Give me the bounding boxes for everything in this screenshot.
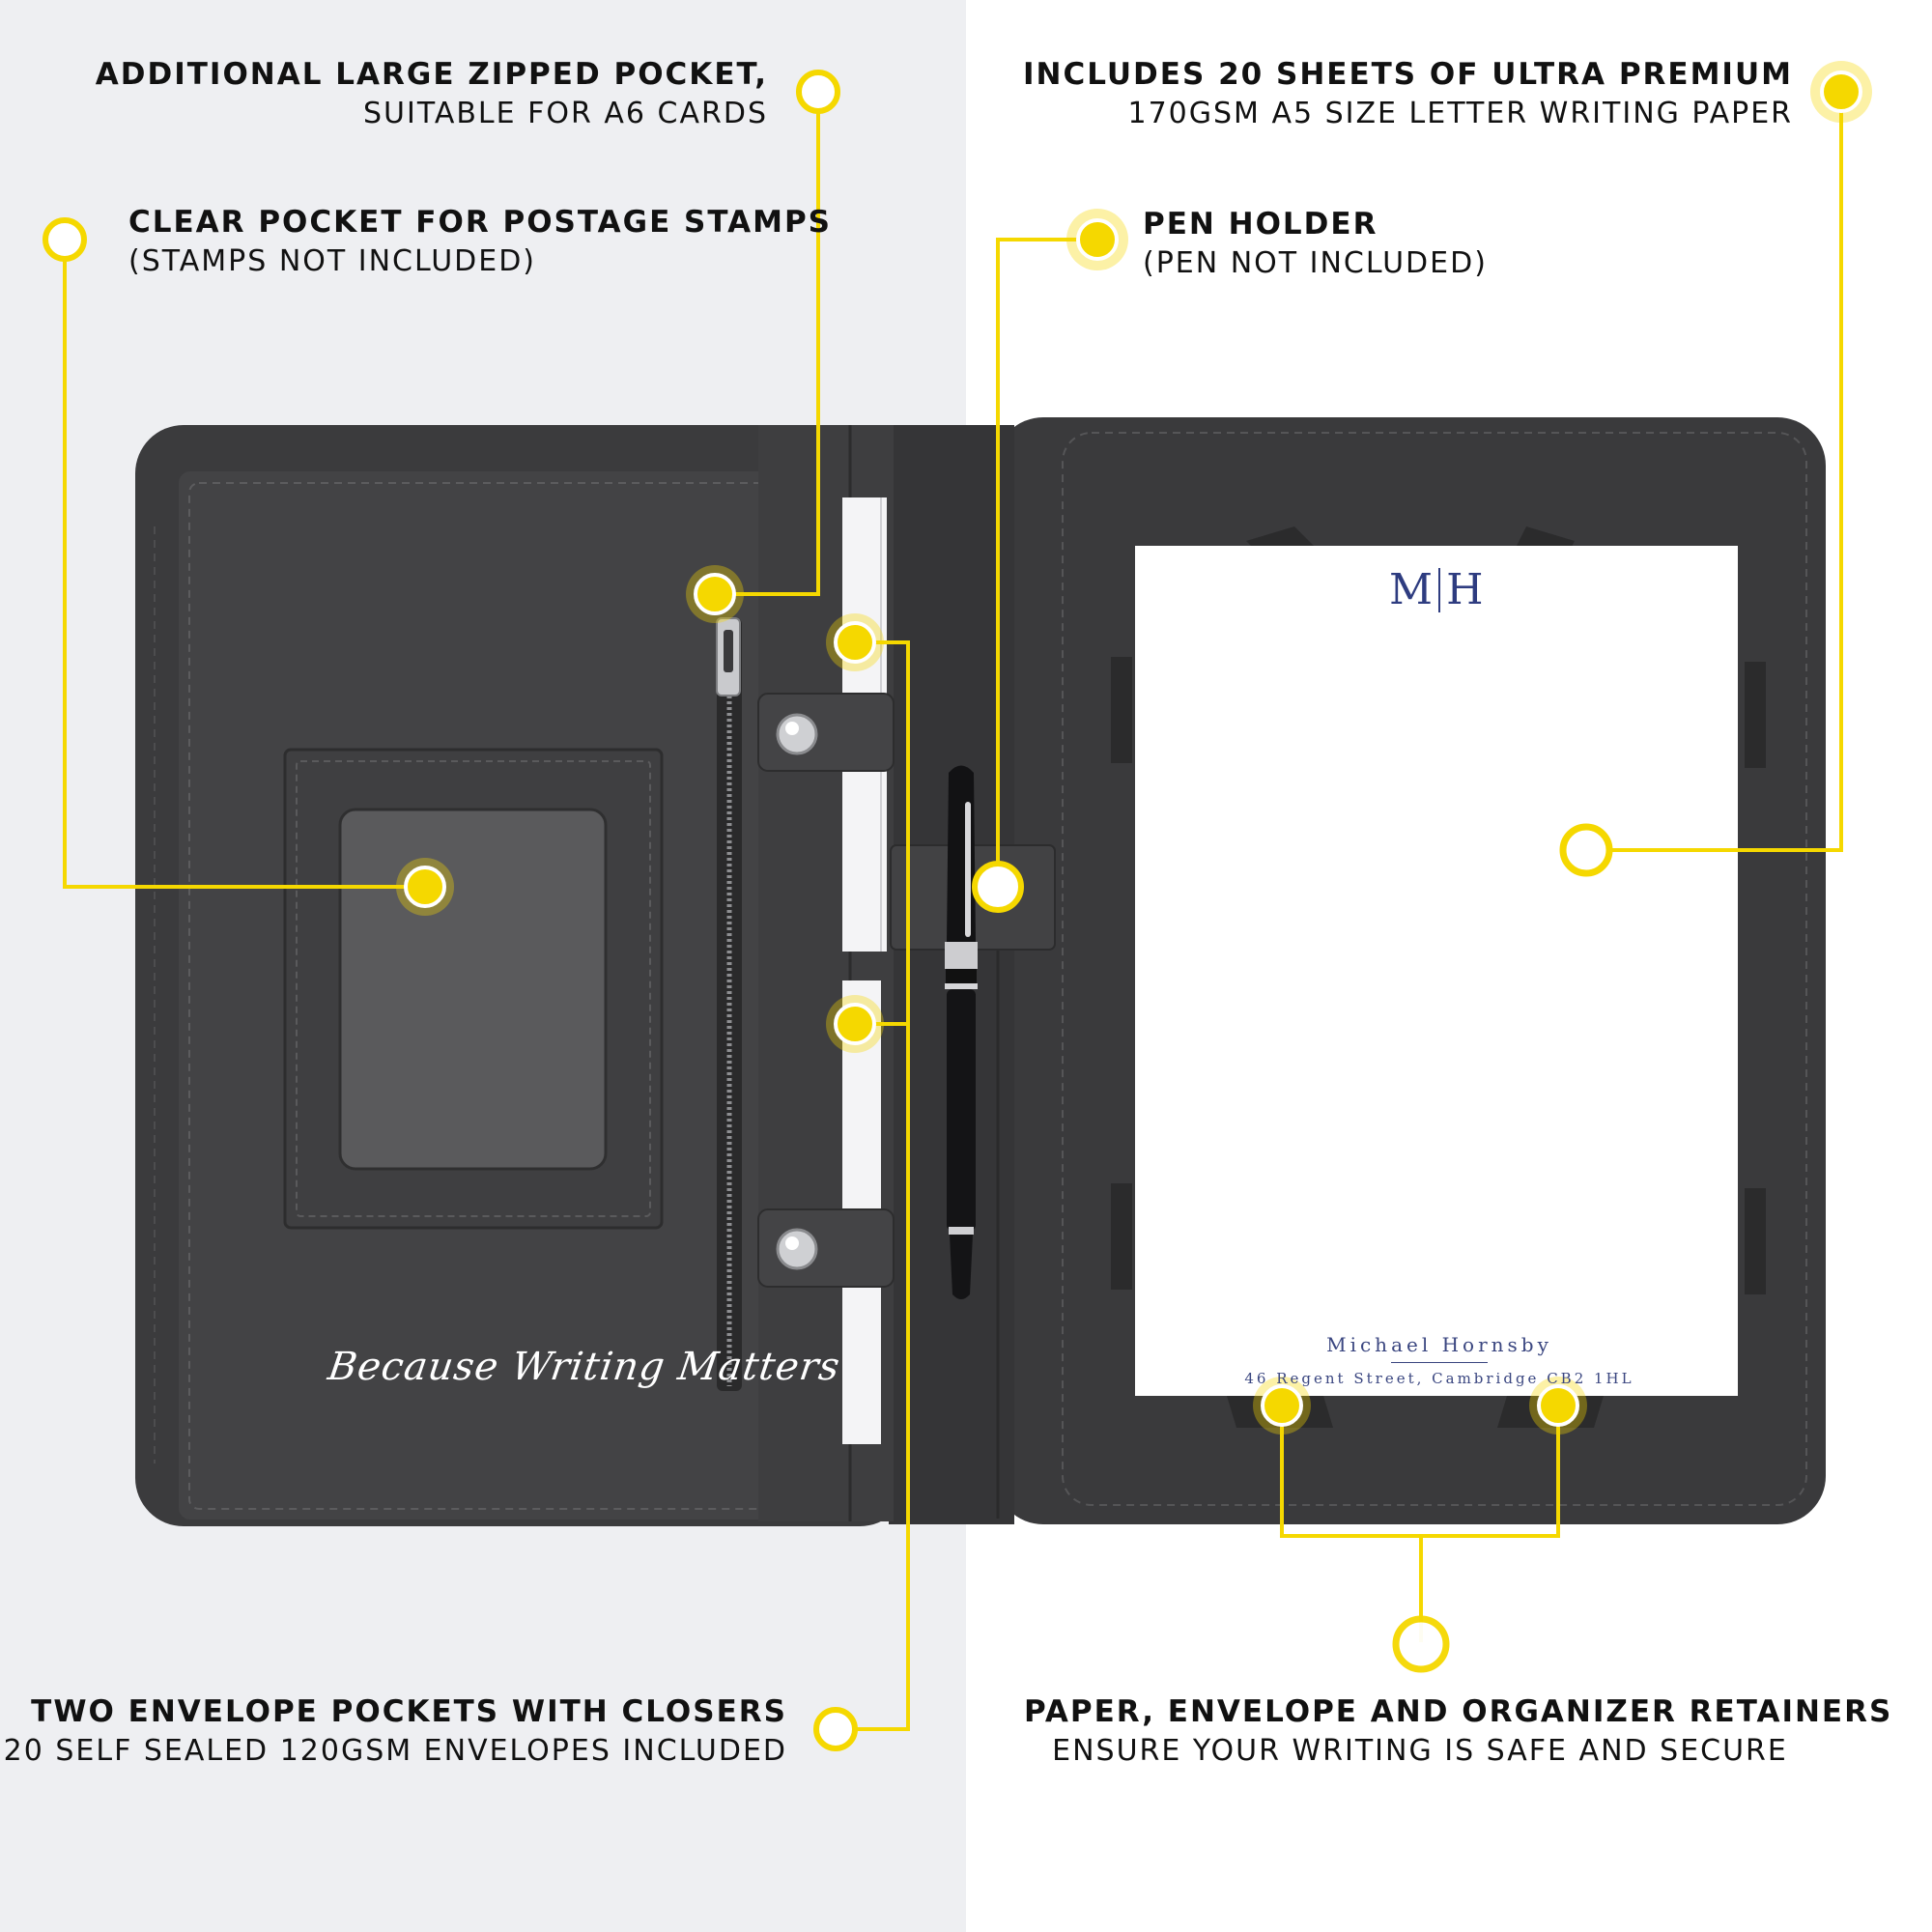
callout-zipped-pocket: ADDITIONAL LARGE ZIPPED POCKET, SUITABLE…: [96, 55, 768, 133]
retainer-strap-side-lower-right: [1745, 1188, 1766, 1294]
folio-script-text: Because Writing Matters: [325, 1345, 843, 1389]
callout-envelope-pockets: TWO ENVELOPE POCKETS WITH CLOSERS 20 SEL…: [4, 1692, 787, 1771]
dot-envelope-pockets: [813, 1707, 858, 1751]
callout-title: TWO ENVELOPE POCKETS WITH CLOSERS: [31, 1694, 787, 1729]
callout-pen-holder: PEN HOLDER (PEN NOT INCLUDED): [1143, 205, 1488, 283]
callout-retainers: PAPER, ENVELOPE AND ORGANIZER RETAINERS …: [1024, 1692, 1893, 1771]
callout-subtitle: ENSURE YOUR WRITING IS SAFE AND SECURE: [1052, 1733, 1788, 1768]
dot-zipper: [694, 573, 736, 615]
dot-stamp-window: [404, 866, 446, 908]
paper-name: Michael Hornsby: [1326, 1333, 1552, 1356]
monogram-left: M: [1389, 565, 1434, 614]
callout-subtitle: (PEN NOT INCLUDED): [1143, 245, 1488, 280]
snap-button-top: [776, 713, 818, 755]
callout-subtitle: (STAMPS NOT INCLUDED): [128, 243, 537, 278]
dot-stamp-pocket: [43, 217, 87, 262]
dot-writing-paper-header: [1820, 71, 1862, 113]
monogram-divider: [1438, 567, 1441, 612]
callout-subtitle: SUITABLE FOR A6 CARDS: [362, 96, 768, 130]
dot-pen-holder-header: [1076, 218, 1119, 261]
writing-paper-sheet: [1135, 546, 1738, 1396]
callout-subtitle: 170GSM A5 SIZE LETTER WRITING PAPER: [1127, 96, 1793, 130]
callout-writing-paper: INCLUDES 20 SHEETS OF ULTRA PREMIUM 170G…: [1023, 55, 1793, 133]
dot-envelope-upper: [834, 621, 876, 664]
paper-address: 46 Regent Street, Cambridge CB2 1HL: [1244, 1370, 1634, 1387]
paper-monogram: M H: [1389, 565, 1486, 614]
callout-lines: [63, 92, 1843, 1731]
dot-zipped-pocket: [796, 70, 840, 114]
callout-title: ADDITIONAL LARGE ZIPPED POCKET,: [95, 57, 768, 92]
dot-retainers: [1392, 1615, 1450, 1673]
snap-button-bottom: [776, 1228, 818, 1270]
stamp-pocket-window: [338, 808, 608, 1171]
callout-title: INCLUDES 20 SHEETS OF ULTRA PREMIUM: [1023, 57, 1793, 92]
dot-envelope-lower: [834, 1003, 876, 1045]
callout-dots: [43, 70, 1613, 1751]
paper-divider: [1391, 1362, 1488, 1363]
dot-paper: [1559, 823, 1613, 877]
fountain-pen: [945, 765, 978, 1299]
monogram-right: H: [1446, 565, 1484, 614]
dot-pen: [972, 861, 1024, 913]
retainer-strap-side-upper-left: [1111, 657, 1132, 763]
retainer-strap-side-upper-right: [1745, 662, 1766, 768]
callout-title: PEN HOLDER: [1143, 207, 1378, 242]
callout-title: PAPER, ENVELOPE AND ORGANIZER RETAINERS: [1024, 1694, 1893, 1729]
callout-stamp-pocket: CLEAR POCKET FOR POSTAGE STAMPS (STAMPS …: [128, 203, 832, 281]
retainer-strap-side-lower-left: [1111, 1183, 1132, 1290]
dot-retainer-right: [1537, 1384, 1579, 1427]
dot-retainer-left: [1261, 1384, 1303, 1427]
callout-title: CLEAR POCKET FOR POSTAGE STAMPS: [128, 205, 832, 240]
callout-subtitle: 20 SELF SEALED 120GSM ENVELOPES INCLUDED: [3, 1733, 787, 1768]
